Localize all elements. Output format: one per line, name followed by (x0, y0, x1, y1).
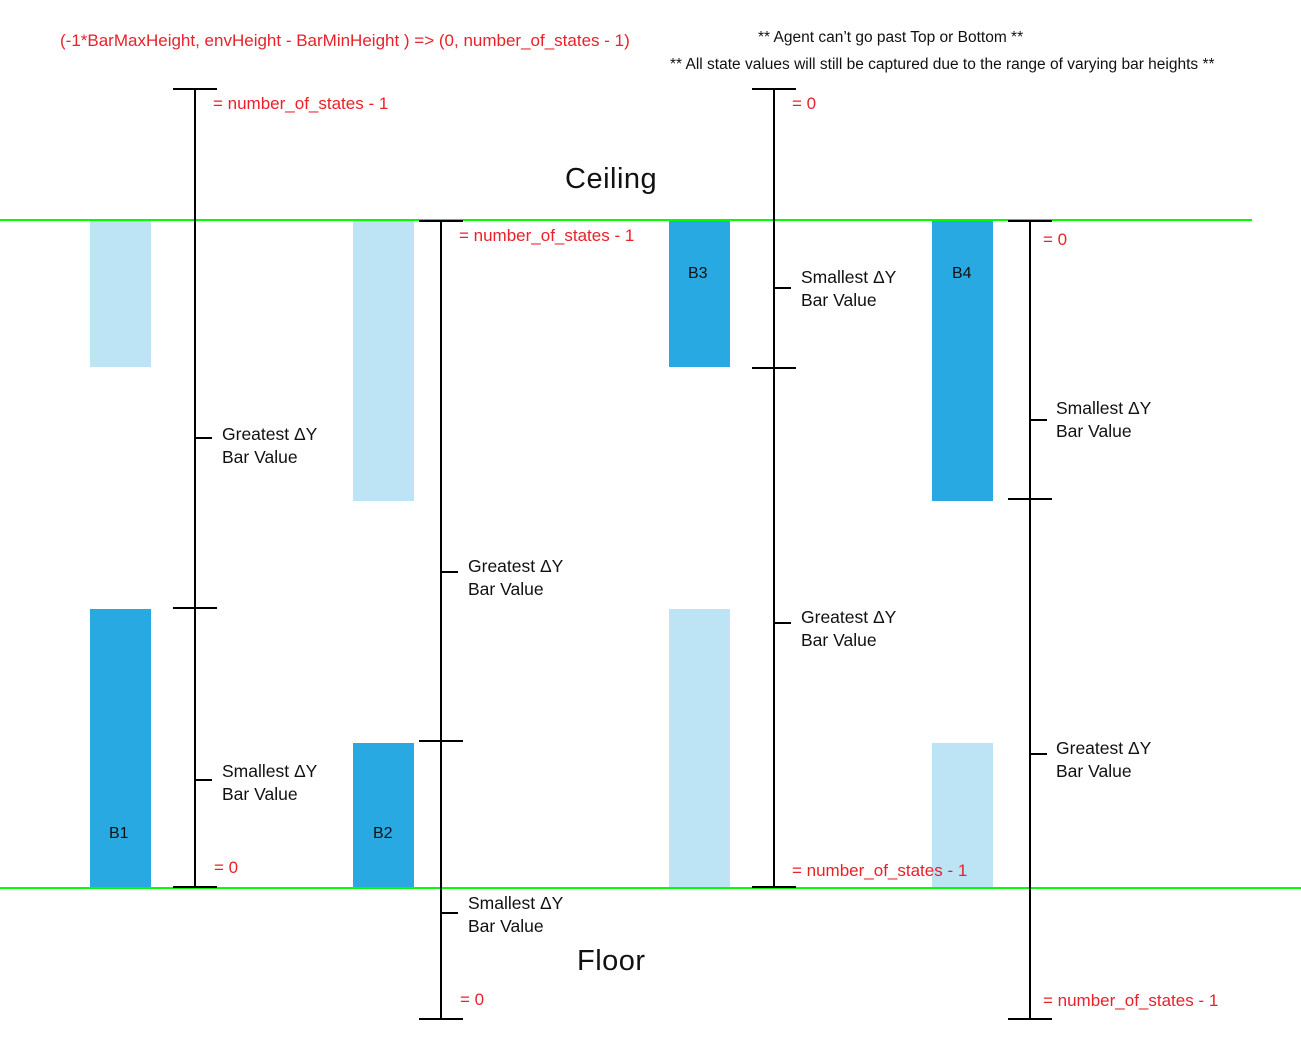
bar-2-top-light (353, 221, 414, 501)
scale-3-upper-label-line-2: Bar Value (801, 290, 877, 310)
scale-1-upper-label-line-2: Bar Value (222, 447, 298, 467)
scale-4-upper-label-line-1: Smallest ΔY (1056, 398, 1152, 418)
scale-4-upper-label-line-2: Bar Value (1056, 421, 1132, 441)
scale-1-lower-label-line-1: Smallest ΔY (222, 761, 318, 781)
scale-1-bottom-value: = 0 (214, 858, 238, 877)
agent-boundary-note: ** Agent can’t go past Top or Bottom ** (758, 29, 1023, 46)
scale-4-top-value: = 0 (1043, 230, 1067, 249)
bar-4-bottom-light (932, 743, 993, 887)
scale-4-lower-label-line-2: Bar Value (1056, 761, 1132, 781)
scale-3-lower-label-line-1: Greatest ΔY (801, 607, 897, 627)
scale-3-bottom-value: = number_of_states - 1 (792, 861, 967, 880)
bar-3-label: B3 (688, 265, 708, 282)
scale-2-lower-label-line-1: Smallest ΔY (468, 893, 564, 913)
scale-2: = number_of_states - 1 = 0 Greatest ΔY B… (419, 220, 634, 1020)
scale-2-lower-label-line-2: Bar Value (468, 916, 544, 936)
scale-3-upper-label-line-1: Smallest ΔY (801, 267, 897, 287)
bar-3-top-solid (669, 221, 730, 367)
bar-4-top-solid (932, 221, 993, 501)
scale-2-upper-label-line-2: Bar Value (468, 579, 544, 599)
scale-1-lower-label-line-2: Bar Value (222, 784, 298, 804)
scale-1-top-value: = number_of_states - 1 (213, 94, 388, 113)
scale-2-bottom-value: = 0 (460, 990, 484, 1009)
bar-1-label: B1 (109, 825, 129, 842)
state-capture-note: ** All state values will still be captur… (670, 56, 1215, 73)
scale-1: = number_of_states - 1 = 0 Greatest ΔY B… (173, 88, 388, 888)
scale-2-top-value: = number_of_states - 1 (459, 226, 634, 245)
scale-4: = 0 = number_of_states - 1 Smallest ΔY B… (1008, 220, 1218, 1020)
scale-4-bottom-value: = number_of_states - 1 (1043, 991, 1218, 1010)
floor-label: Floor (577, 945, 646, 977)
ceiling-label: Ceiling (565, 163, 657, 195)
bar-3-bottom-light (669, 609, 730, 887)
scale-4-lower-label-line-1: Greatest ΔY (1056, 738, 1152, 758)
bar-2-bottom-solid (353, 743, 414, 887)
scale-3-top-value: = 0 (792, 94, 816, 113)
bar-4-label: B4 (952, 265, 972, 282)
scale-3: = 0 = number_of_states - 1 Smallest ΔY B… (752, 88, 967, 888)
bar-2-label: B2 (373, 825, 393, 842)
scale-1-upper-label-line-1: Greatest ΔY (222, 424, 318, 444)
scale-3-lower-label-line-2: Bar Value (801, 630, 877, 650)
bar-1-bottom-solid (90, 609, 151, 887)
scale-2-upper-label-line-1: Greatest ΔY (468, 556, 564, 576)
range-mapping-formula: (-1*BarMaxHeight, envHeight - BarMinHeig… (60, 31, 630, 50)
bar-1-top-light (90, 221, 151, 367)
